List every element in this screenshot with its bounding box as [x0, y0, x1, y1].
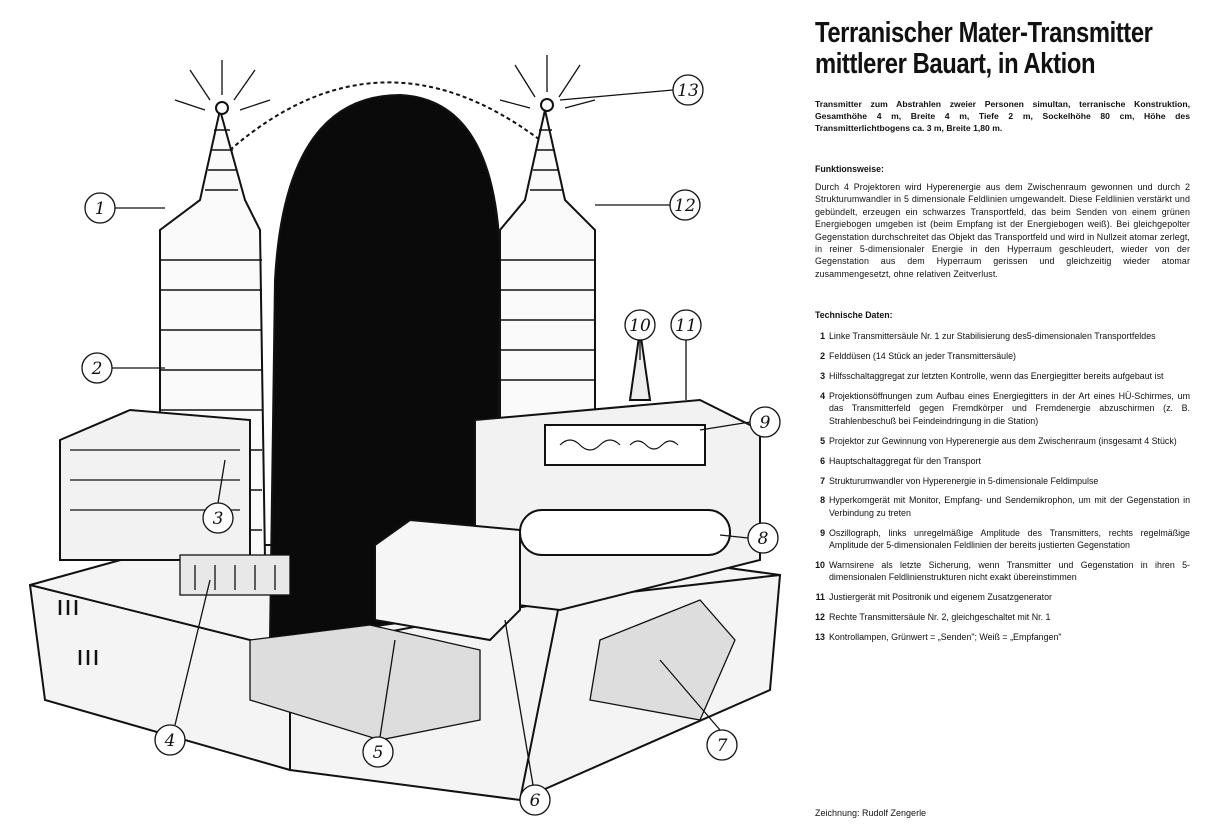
- item-number: 3: [820, 371, 825, 382]
- svg-text:10: 10: [629, 316, 651, 336]
- list-item: 8 Hyperkomgerät mit Monitor, Empfang- und…: [815, 494, 1190, 519]
- callout-1: 1: [84, 192, 116, 224]
- callout-9: 9: [749, 406, 781, 438]
- portal-field: [268, 93, 502, 642]
- item-text: Warnsirene als letzte Sicherung, wenn Tr…: [829, 560, 1190, 583]
- list-item: 2 Felddüsen (14 Stück an jeder Transmitte…: [815, 350, 1190, 362]
- callout-8: 8: [747, 522, 779, 554]
- item-text: Justiergerät mit Positronik und eigenem …: [829, 592, 1052, 603]
- subtitle: Transmitter zum Abstrahlen zweier Person…: [815, 99, 1190, 133]
- item-text: Kontrollampen, Grünwert = „Senden"; Weiß…: [829, 632, 1062, 643]
- function-text: Durch 4 Projektoren wird Hyperenergie au…: [815, 182, 1190, 279]
- item-number: 1: [820, 331, 825, 342]
- callout-11: 11: [670, 309, 702, 341]
- oscillograph: [544, 424, 706, 466]
- item-text: Oszillograph, links unregelmäßige Amplit…: [829, 527, 1190, 551]
- callout-3: 3: [202, 502, 234, 534]
- item-text: Hyperkomgerät mit Monitor, Empfang- und …: [829, 495, 1190, 518]
- item-text: Linke Transmittersäule Nr. 1 zur Stabili…: [829, 331, 1156, 342]
- list-item: 3 Hilfsschaltaggregat zur letzten Kontrol…: [815, 370, 1190, 382]
- list-item: 11 Justiergerät mit Positronik und eigene…: [815, 591, 1190, 603]
- callout-2: 2: [81, 352, 113, 384]
- item-text: Projektionsöffnungen zum Aufbau eines En…: [829, 390, 1190, 426]
- item-number: 9: [820, 527, 825, 538]
- svg-text:7: 7: [717, 736, 728, 756]
- list-item: 10 Warnsirene als letzte Sicherung, wenn …: [815, 559, 1190, 584]
- projection-openings: [179, 554, 291, 596]
- item-number: 2: [820, 351, 825, 362]
- function-heading: Funktionsweise:: [815, 164, 884, 174]
- svg-text:4: 4: [164, 731, 176, 751]
- hyperkom-screen: [519, 509, 731, 556]
- list-item: 9 Oszillograph, links unregelmäßige Ampli…: [815, 527, 1190, 552]
- item-number: 7: [820, 475, 825, 486]
- item-number: 8: [820, 495, 825, 506]
- title-line-2: mittlerer Bauart, in Aktion: [815, 48, 1096, 80]
- svg-text:2: 2: [91, 359, 103, 379]
- callout-6: 6: [519, 784, 551, 816]
- list-item: 4 Projektionsöffnungen zum Aufbau eines E…: [815, 390, 1190, 427]
- tech-heading: Technische Daten:: [815, 310, 893, 321]
- callout-5: 5: [362, 736, 394, 768]
- svg-text:5: 5: [373, 743, 384, 763]
- item-text: Rechte Transmittersäule Nr. 2, gleichges…: [829, 612, 1051, 623]
- item-text: Hauptschaltaggregat für den Transport: [829, 455, 981, 466]
- item-number: 13: [815, 632, 825, 643]
- callout-13: 13: [672, 74, 704, 106]
- svg-text:6: 6: [530, 791, 541, 811]
- callout-4: 4: [154, 724, 186, 756]
- list-item: 6 Hauptschaltaggregat für den Transport: [815, 455, 1190, 467]
- svg-text:1: 1: [95, 199, 106, 219]
- item-text: Strukturumwandler von Hyperenergie in 5-…: [829, 475, 1099, 486]
- right-column: [499, 109, 596, 421]
- list-item: 7 Strukturumwandler von Hyperenergie in 5…: [815, 475, 1190, 487]
- item-text: Projektor zur Gewinnung von Hyperenergie…: [829, 435, 1177, 446]
- item-text: Hilfsschaltaggregat zur letzten Kontroll…: [829, 371, 1164, 382]
- list-item: 13 Kontrollampen, Grünwert = „Senden"; We…: [815, 631, 1190, 643]
- svg-text:3: 3: [213, 509, 224, 529]
- illustration-credit: Zeichnung: Rudolf Zengerle: [815, 808, 927, 818]
- item-text: Felddüsen (14 Stück an jeder Transmitter…: [829, 351, 1016, 362]
- svg-text:12: 12: [674, 196, 696, 216]
- callout-12: 12: [669, 189, 701, 221]
- item-number: 5: [820, 435, 825, 446]
- item-number: 11: [815, 592, 825, 603]
- list-item: 12 Rechte Transmittersäule Nr. 2, gleichg…: [815, 611, 1190, 623]
- list-item: 1 Linke Transmittersäule Nr. 1 zur Stabil…: [815, 330, 1190, 342]
- callout-10: 10: [624, 309, 656, 341]
- item-number: 12: [815, 612, 825, 623]
- svg-text:8: 8: [758, 529, 769, 549]
- svg-text:9: 9: [760, 413, 771, 433]
- svg-text:13: 13: [677, 81, 699, 101]
- item-number: 6: [820, 455, 825, 466]
- description-column: Terranischer Mater-Transmitter mittlerer…: [815, 18, 1190, 651]
- svg-text:11: 11: [675, 316, 697, 336]
- main-switch-unit: [374, 518, 521, 642]
- tech-list: 1 Linke Transmittersäule Nr. 1 zur Stabil…: [815, 330, 1190, 643]
- transmitter-illustration: 1 2 3 4 5 6 7 8 9 10 11 12 13: [28, 55, 782, 816]
- list-item: 5 Projektor zur Gewinnung von Hyperenergi…: [815, 435, 1190, 447]
- item-number: 10: [815, 560, 825, 571]
- callout-7: 7: [706, 729, 738, 761]
- page-title: Terranischer Mater-Transmitter mittlerer…: [815, 17, 1153, 80]
- title-line-1: Terranischer Mater-Transmitter: [815, 17, 1153, 49]
- item-number: 4: [820, 390, 825, 401]
